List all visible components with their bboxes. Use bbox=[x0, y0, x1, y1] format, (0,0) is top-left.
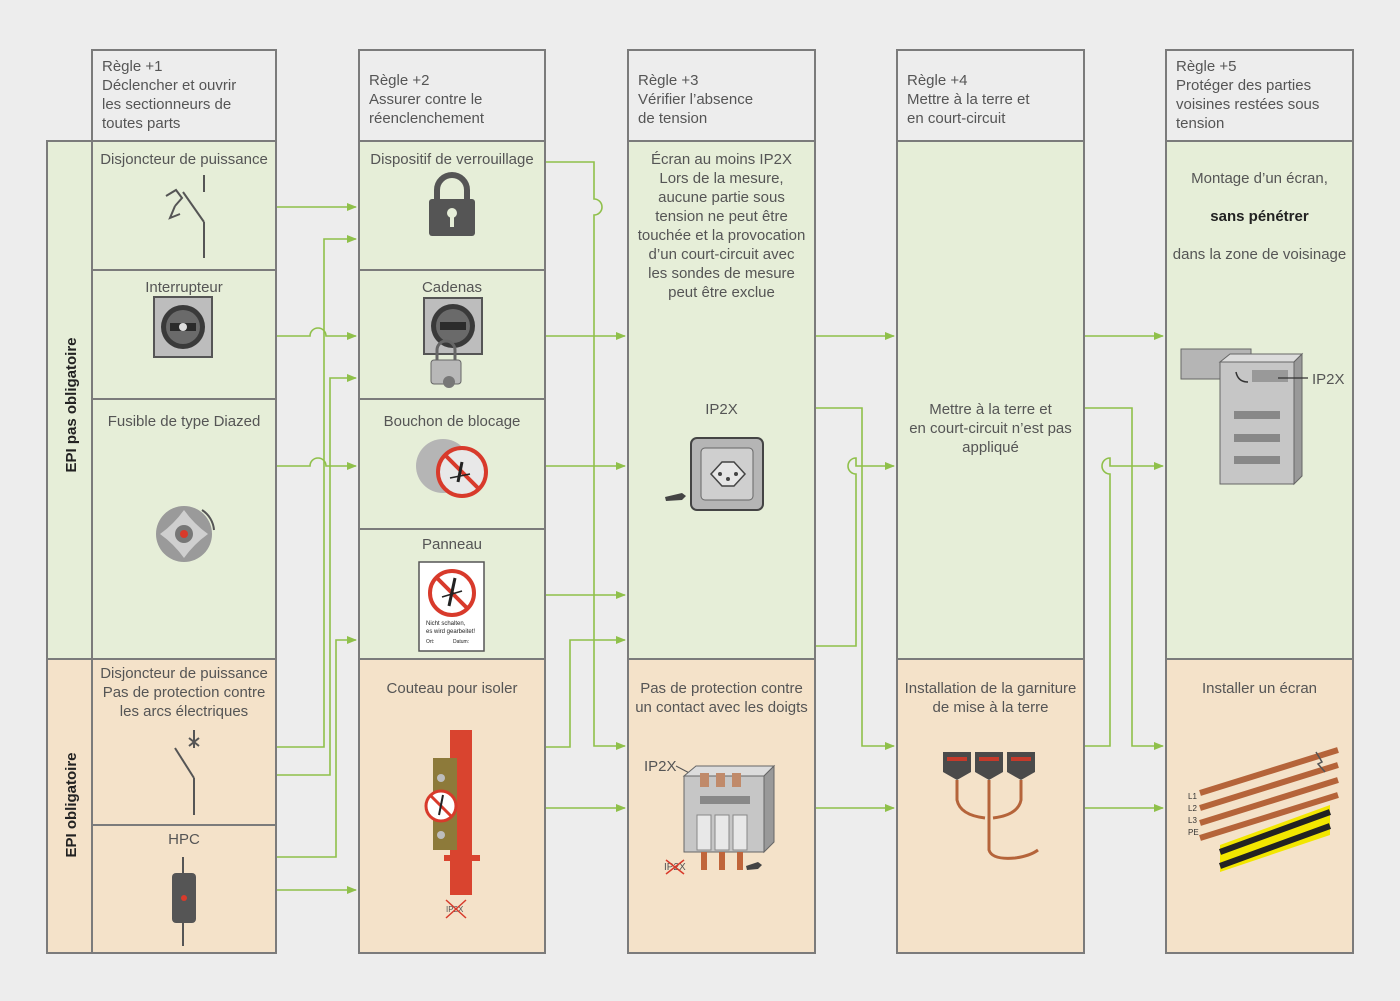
col5-montage-post: dans la zone de voisinage bbox=[1172, 246, 1347, 263]
socket-ip2x-icon bbox=[665, 437, 764, 511]
col4-terre-non-text: Mettre à la terre et en court-circuit n’… bbox=[909, 401, 1072, 456]
col4-green-box bbox=[896, 140, 1085, 660]
earthing-kit-icon bbox=[943, 752, 1039, 860]
arrow-c4-c5-3 bbox=[1085, 457, 1164, 747]
arrow-c2-c3-1 bbox=[546, 161, 626, 750]
flow-arrows bbox=[277, 161, 1164, 894]
arrow-c1-c2-4 bbox=[277, 235, 357, 748]
col1-divider-1 bbox=[91, 269, 277, 271]
col2-divider-1 bbox=[358, 269, 546, 271]
col3-green-box bbox=[627, 140, 816, 660]
distribution-block-icon: IP2X IP2X bbox=[644, 758, 776, 875]
col3-pas-protection-text: Pas de protection contre un contact avec… bbox=[635, 680, 808, 716]
col5-montage-text: Montage d’un écran, sans pénétrer dans l… bbox=[1165, 150, 1354, 264]
locked-switch-icon bbox=[423, 297, 483, 388]
col3-ip2x-label: IP2X bbox=[705, 401, 738, 418]
col4-garniture-text: Installation de la garniture de mise à l… bbox=[904, 680, 1077, 716]
row-label-cell-required bbox=[46, 658, 93, 954]
col3-ip2x-top-label: IP2X bbox=[644, 758, 677, 775]
col1-disjoncteur-arc-label: Disjoncteur de puissance Pas de protecti… bbox=[100, 665, 268, 720]
rule-1-header: Règle +1 Déclencher et ouvrir les sectio… bbox=[91, 49, 277, 141]
col1-disjoncteur-label: Disjoncteur de puissance bbox=[100, 151, 268, 168]
col1-divider-3 bbox=[91, 824, 277, 826]
line-l2-label: L2 bbox=[1188, 804, 1197, 813]
rule-3-header: Règle +3 Vérifier l’absence de tension bbox=[627, 49, 816, 141]
sign-text-2: es wird gearbeitet! bbox=[426, 629, 475, 635]
arrow-c4-c5-2 bbox=[1085, 407, 1164, 750]
blocking-plug-icon bbox=[416, 439, 488, 498]
line-pe-label: PE bbox=[1188, 828, 1199, 837]
col1-interrupteur-label: Interrupteur bbox=[145, 279, 223, 296]
col2-divider-2 bbox=[358, 398, 546, 400]
col1-divider-2 bbox=[91, 398, 277, 400]
line-l3-label: L3 bbox=[1188, 816, 1197, 825]
arc-breaker-icon bbox=[174, 730, 200, 815]
col5-peach-box bbox=[1165, 658, 1354, 954]
col1-fusible-label: Fusible de type Diazed bbox=[107, 413, 261, 430]
col2-verrouillage-label: Dispositif de verrouillage bbox=[370, 151, 534, 168]
row-label-cell-not-required bbox=[46, 140, 93, 660]
hpc-fuse-icon bbox=[172, 857, 196, 946]
rule-2-header: Règle +2 Assurer contre le réenclencheme… bbox=[358, 49, 546, 141]
arrow-c3-c4-3 bbox=[816, 457, 895, 647]
breaker-switch-icon bbox=[165, 175, 205, 258]
sign-text-3: Ort: bbox=[426, 639, 434, 645]
padlock-icon bbox=[429, 172, 475, 236]
screen-lines-icon: L1 L2 L3 PE bbox=[1188, 747, 1339, 872]
col2-bouchon-label: Bouchon de blocage bbox=[383, 413, 521, 430]
screen-cabinet-icon: IP2X bbox=[1180, 348, 1345, 486]
rule-4-header: Règle +4 Mettre à la terre et en court-c… bbox=[896, 49, 1085, 141]
col5-ip2x-label: IP2X bbox=[1312, 371, 1345, 388]
rule-5-header: Règle +5 Protéger des parties voisines r… bbox=[1165, 49, 1354, 141]
diazed-fuse-icon bbox=[156, 506, 215, 562]
col5-montage-bold: sans pénétrer bbox=[1210, 208, 1309, 225]
arrow-c3-c4-2 bbox=[816, 407, 895, 750]
line-l1-label: L1 bbox=[1188, 792, 1197, 801]
arrow-c1-c2-5 bbox=[277, 374, 357, 776]
col2-cadenas-label: Cadenas bbox=[421, 279, 483, 296]
arrow-c1-c2-2 bbox=[277, 327, 357, 340]
sign-text-4: Datum: bbox=[453, 639, 469, 645]
col1-hpc-label: HPC bbox=[168, 831, 200, 848]
col1-green-box bbox=[91, 140, 277, 660]
col5-montage-pre: Montage d’un écran, bbox=[1191, 170, 1328, 187]
col2-panneau-label: Panneau bbox=[421, 536, 483, 553]
sign-text-1: Nicht schalten, bbox=[426, 621, 466, 627]
arrow-c2-c3-5 bbox=[546, 636, 626, 748]
col3-ecran-text: Écran au moins IP2X Lors de la mesure, a… bbox=[637, 151, 806, 301]
isolating-knife-icon: IP2X bbox=[424, 730, 480, 919]
arrow-c1-c2-6 bbox=[277, 636, 357, 858]
col2-divider-3 bbox=[358, 528, 546, 530]
arrow-c1-c2-3 bbox=[277, 457, 357, 470]
warning-sign-icon: Nicht schalten, es wird gearbeitet! Ort:… bbox=[418, 561, 485, 652]
col5-installer-text: Installer un écran bbox=[1201, 680, 1318, 697]
rotary-switch-icon bbox=[153, 296, 213, 358]
col2-couteau-label: Couteau pour isoler bbox=[386, 680, 518, 697]
